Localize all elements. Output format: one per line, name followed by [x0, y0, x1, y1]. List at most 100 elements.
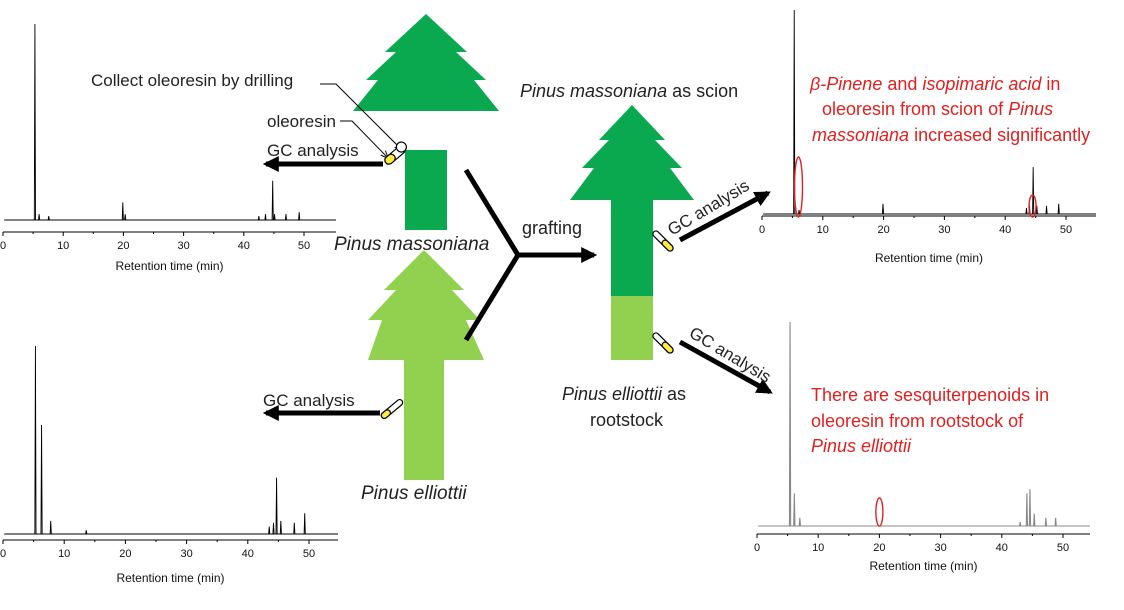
chromatogram-peak: [264, 214, 267, 221]
x-tick-label: 50: [303, 548, 315, 560]
tree-trunk-massoniana: [405, 150, 447, 230]
annotation-text: β-Pinene: [809, 74, 882, 94]
arrow-icon: [678, 190, 771, 243]
chromatogram-peak: [284, 214, 287, 221]
chromatogram-peak: [275, 477, 278, 535]
highlight-ellipse: [875, 497, 884, 527]
chromatogram-peak: [793, 9, 796, 215]
x-tick-label: 10: [812, 542, 824, 554]
x-tick-label: 20: [877, 224, 889, 236]
chromatogram-peak: [1045, 205, 1048, 215]
tree-trunk-elliottii: [404, 360, 444, 480]
chromatogram-peak: [303, 513, 306, 535]
scion-label: Pinus massoniana as scion: [520, 81, 738, 101]
annotation-text: isopimaric acid: [922, 74, 1042, 94]
highlight-ellipse: [1028, 194, 1037, 218]
annotation-text: and: [882, 74, 922, 94]
chromatogram-peak: [1025, 493, 1029, 527]
scion-trunk: [611, 196, 653, 296]
chromatogram-peak: [124, 214, 127, 221]
chromatogram-peak: [121, 202, 124, 221]
x-tick-label: 50: [1060, 224, 1072, 236]
chromatogram-peak: [293, 522, 296, 535]
rootstock-word: rootstock: [590, 410, 664, 430]
tree-crown-elliottii: [368, 250, 484, 360]
chromatogram-peak: [47, 216, 50, 221]
highlight-ellipse: [793, 156, 804, 218]
chromatogram-peak: [271, 180, 274, 221]
rootstock-label: Pinus elliottii as: [562, 384, 686, 404]
chromatogram-peak: [272, 522, 275, 535]
chromatogram-peak: [1019, 521, 1022, 527]
x-tick-label: 0: [0, 548, 6, 560]
x-axis-label: Retention time (min): [875, 251, 983, 265]
chromatogram-peak: [49, 520, 52, 535]
chromatogram-peak: [268, 526, 271, 535]
elliottii-label: Pinus elliottii: [361, 483, 467, 504]
x-tick-label: 40: [242, 548, 254, 560]
oleoresin-label: oleoresin: [267, 112, 336, 131]
rootstock-trunk: [611, 296, 653, 360]
chromatogram-peak: [34, 345, 37, 535]
chromatogram-peak: [793, 493, 796, 527]
vial-icon: [384, 141, 407, 165]
scion-annotation: β-Pinene and isopimaric acid in oleoresi…: [809, 74, 1090, 145]
tree-icon: [353, 14, 499, 230]
x-tick-label: 0: [0, 240, 6, 252]
annotation-text: Pinus elliottii: [811, 436, 912, 456]
x-tick-label: 20: [117, 240, 129, 252]
chromatogram-peak: [881, 203, 885, 215]
chromatogram-peak: [1044, 517, 1048, 527]
drilling-pointer: [320, 83, 402, 150]
annotation-text: massoniana: [812, 125, 909, 145]
annotation-text: in: [1041, 74, 1060, 94]
x-tick-label: 40: [238, 240, 250, 252]
massoniana-label: Pinus massoniana: [334, 234, 489, 255]
svg-text:β-Pinene and isopimaric acid i: β-Pinene and isopimaric acid in: [809, 74, 1060, 94]
chromatogram-peak: [1028, 489, 1032, 527]
svg-text:massoniana increased significa: massoniana increased significantly: [812, 125, 1090, 145]
x-tick-label: 30: [177, 240, 189, 252]
x-tick-label: 50: [298, 240, 310, 252]
arrow-icon: [678, 339, 773, 395]
x-tick-label: 30: [938, 224, 950, 236]
chromatogram-peak: [85, 530, 88, 535]
chromatogram-peak: [1035, 205, 1038, 215]
chromatogram-peak: [1032, 167, 1035, 215]
chromatogram-peak: [273, 214, 276, 221]
chromatogram-peak: [257, 216, 260, 221]
chromatogram-peak: [298, 212, 301, 221]
gc-analysis-label-elliottii: GC analysis: [263, 391, 355, 410]
tree-icon: [368, 250, 484, 480]
rootstock-species: Pinus elliottii: [562, 384, 663, 404]
annotation-text: oleoresin from rootstock of: [811, 411, 1024, 431]
chromatogram-peak: [1054, 517, 1057, 527]
x-tick-label: 0: [759, 224, 765, 236]
chromatogram-peak: [1033, 513, 1036, 527]
x-axis-label: Retention time (min): [869, 559, 977, 573]
x-axis-label: Retention time (min): [115, 259, 223, 273]
chromatogram-peak: [1025, 207, 1028, 215]
rootstock-as: as: [662, 384, 686, 404]
annotation-text: increased significantly: [909, 125, 1090, 145]
annotation-text: There are sesquiterpenoids in: [811, 385, 1049, 405]
tree-crown-massoniana: [353, 14, 499, 111]
vial-icon: [652, 332, 674, 354]
tree-crown-scion: [570, 105, 694, 200]
chromatogram-peak: [798, 517, 801, 527]
annotation-text: Pinus: [1008, 99, 1053, 119]
grafting-connector: [463, 168, 598, 342]
x-tick-label: 40: [999, 224, 1011, 236]
x-tick-label: 20: [119, 548, 131, 560]
annotation-text: oleoresin from scion of: [822, 99, 1008, 119]
x-tick-label: 10: [817, 224, 829, 236]
x-tick-label: 30: [180, 548, 192, 560]
chromatogram-peak: [40, 424, 43, 535]
rootstock-annotation: There are sesquiterpenoids in oleoresin …: [811, 385, 1049, 456]
oleoresin-pointer: [340, 120, 388, 158]
